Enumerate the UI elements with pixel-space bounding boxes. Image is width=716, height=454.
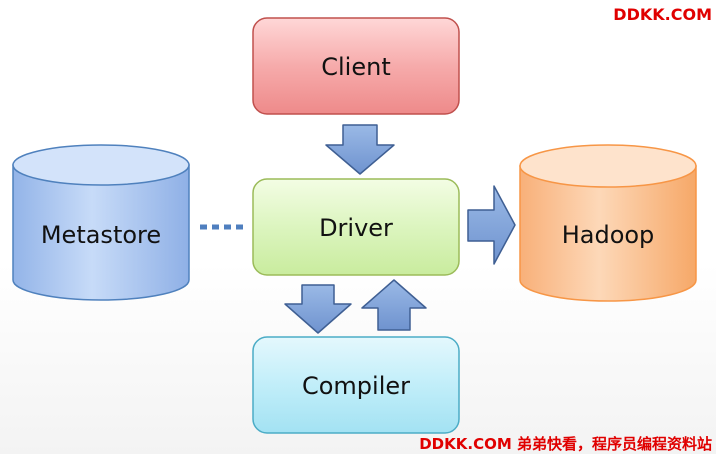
client-label: Client: [321, 53, 390, 81]
watermark-top: DDKK.COM: [613, 5, 712, 24]
client-node: Client: [252, 17, 460, 115]
driver-label: Driver: [319, 214, 393, 242]
compiler-label: Compiler: [302, 372, 410, 400]
hadoop-label: Hadoop: [562, 221, 655, 249]
driver-to-compiler-arrow: [284, 284, 352, 334]
client-to-driver-arrow: [325, 124, 395, 175]
driver-node: Driver: [252, 178, 460, 276]
compiler-node: Compiler: [252, 336, 460, 434]
metastore-node: Metastore: [12, 144, 190, 301]
driver-to-hadoop-arrow: [467, 185, 516, 265]
compiler-to-driver-arrow: [361, 279, 427, 331]
watermark-bottom: DDKK.COM 弟弟快看，程序员编程资料站: [419, 435, 712, 453]
hadoop-node: Hadoop: [519, 144, 697, 302]
metastore-label: Metastore: [41, 221, 161, 249]
